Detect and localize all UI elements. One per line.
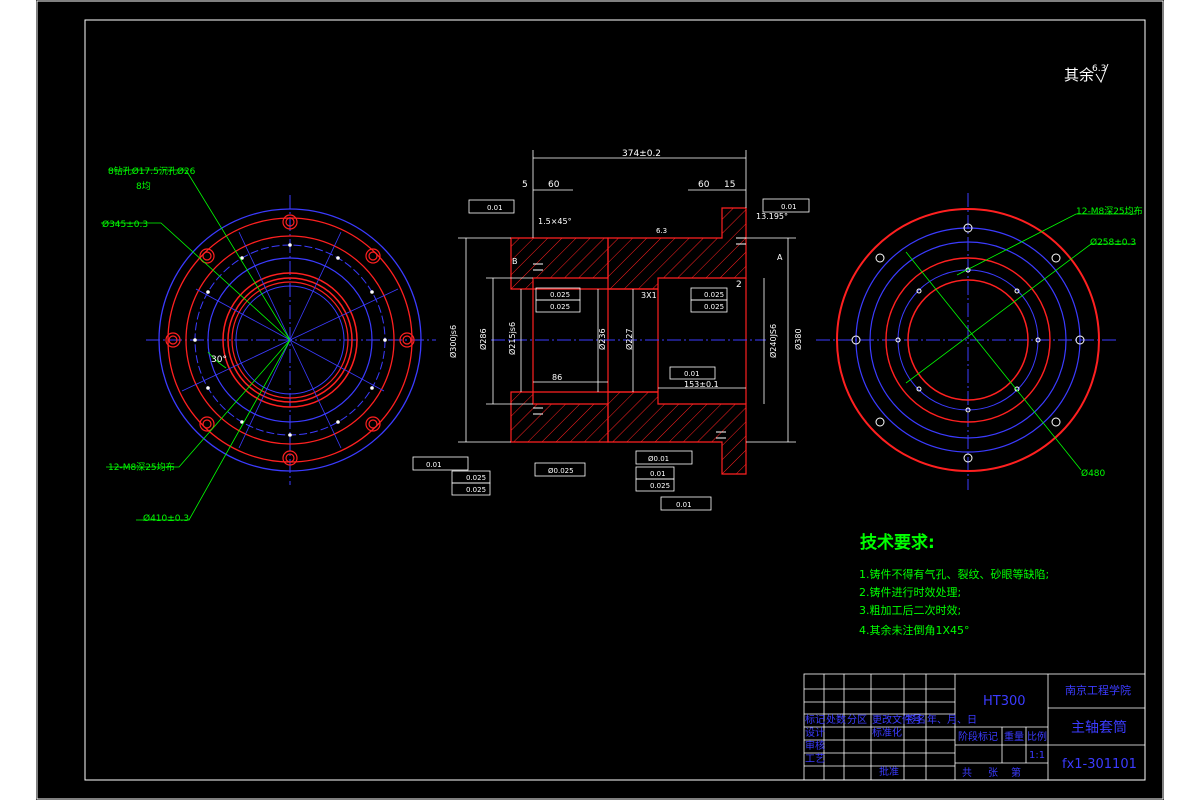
label-holes-sub: 8均 xyxy=(136,180,151,192)
dim-chamfer-l: 1.5×45° xyxy=(538,217,572,226)
tol-1: 0.01 xyxy=(487,204,503,212)
tol-b2: 0.025 xyxy=(466,474,486,482)
tol-b3: 0.025 xyxy=(466,486,486,494)
dim-60a: 60 xyxy=(548,180,560,190)
row-label-zone: 分区 xyxy=(847,714,867,726)
tol-7: 0.01 xyxy=(684,370,700,378)
tech-req-item-4: 4.其余未注倒角1X45° xyxy=(859,623,970,637)
cad-drawing: 其余 6.3 xyxy=(36,0,1164,800)
sheet-total: 共 xyxy=(962,767,972,779)
tech-req-item-1: 1.铸件不得有气孔、裂纹、砂眼等缺陷; xyxy=(859,567,1049,581)
rough-63: 6.3 xyxy=(656,227,667,235)
drawing-no: fx1-301101 xyxy=(1062,757,1137,772)
inner-frame xyxy=(84,19,1146,781)
label-d410: Ø410±0.3 xyxy=(143,513,189,524)
section-view xyxy=(412,150,810,511)
stage-label: 阶段标记 xyxy=(958,730,998,743)
d-left-2: Ø286 xyxy=(478,328,488,350)
d-left-1: Ø300js6 xyxy=(448,325,458,358)
d-right-1: Ø240JS6 xyxy=(768,324,778,358)
tol-b1: 0.01 xyxy=(426,461,442,469)
right-end-view xyxy=(816,193,1136,490)
dim-86: 86 xyxy=(552,373,562,382)
tol-5: 0.025 xyxy=(704,291,724,299)
datum-a: A xyxy=(777,253,783,262)
dim-3x1: 3X1 xyxy=(641,291,657,300)
d-mid-2: Ø227 xyxy=(624,328,634,350)
tol-b5: Ø0.01 xyxy=(648,455,669,463)
tech-req-title: 技术要求: xyxy=(860,532,935,553)
roughness-note: 其余 xyxy=(1064,66,1094,84)
label-threads-right: 12-M8深25均布 xyxy=(1076,205,1143,217)
tech-req-item-2: 2.铸件进行时效处理; xyxy=(859,585,961,599)
dim-60b: 60 xyxy=(698,180,710,190)
tol-b8: 0.01 xyxy=(676,501,692,509)
sheet-current: 第 xyxy=(1011,766,1021,779)
row-label-change: 更改文件号 xyxy=(872,713,922,726)
tol-b7: 0.025 xyxy=(650,482,670,490)
d-mid-1: Ø236 xyxy=(597,328,607,350)
outer-frame xyxy=(36,0,1164,800)
sheet-unit: 张 xyxy=(988,767,998,779)
datum-b: B xyxy=(512,257,518,266)
row-label-mark: 标记 xyxy=(805,714,825,726)
material: HT300 xyxy=(983,694,1026,709)
dim-2: 2 xyxy=(736,280,742,290)
dim-5: 5 xyxy=(522,180,528,190)
label-threads-left: 12-M8深25均布 xyxy=(108,461,175,473)
roughness-value: 6.3 xyxy=(1092,64,1106,74)
craft-label: 工艺 xyxy=(805,753,825,765)
tol-2: 0.01 xyxy=(781,203,797,211)
tol-b4: Ø0.025 xyxy=(548,467,574,475)
approve-label: 批准 xyxy=(879,765,899,778)
part-name: 主轴套筒 xyxy=(1071,719,1127,736)
tol-b6: 0.01 xyxy=(650,470,666,478)
scale-label: 比例 xyxy=(1027,730,1047,743)
standard-label: 标准化 xyxy=(872,726,902,739)
review-label: 审核 xyxy=(805,739,825,752)
left-end-view xyxy=(101,169,436,521)
title-block xyxy=(803,673,1146,781)
row-label-date: 年、月、日 xyxy=(927,713,977,726)
drawing-sheet: 其余 6.3 xyxy=(36,0,1164,800)
design-label: 设计 xyxy=(805,726,825,739)
label-d480: Ø480 xyxy=(1081,468,1106,479)
d-right-2: Ø380 xyxy=(793,328,803,350)
dim-total: 374±0.2 xyxy=(622,149,661,159)
label-angle: 30° xyxy=(211,355,227,365)
tol-6: 0.025 xyxy=(704,303,724,311)
dim-15: 15 xyxy=(724,180,735,190)
tech-req-item-3: 3.粗加工后二次时效; xyxy=(859,603,961,617)
label-holes: 8钻孔Ø17.5沉孔Ø26 xyxy=(108,165,196,177)
row-label-count: 处数 xyxy=(826,713,846,726)
dim-153: 153±0.1 xyxy=(684,380,719,389)
label-d345: Ø345±0.3 xyxy=(102,219,148,230)
roughness-symbol xyxy=(1095,63,1109,84)
row-label-sign: 签名 xyxy=(906,713,926,726)
tol-3: 0.025 xyxy=(550,291,570,299)
dim-chamfer-r: 13.195° xyxy=(756,212,788,221)
scale-value: 1:1 xyxy=(1029,750,1045,761)
weight-label: 重量 xyxy=(1004,730,1024,743)
school-name: 南京工程学院 xyxy=(1065,683,1131,697)
label-d258: Ø258±0.3 xyxy=(1090,237,1136,248)
tol-4: 0.025 xyxy=(550,303,570,311)
d-left-3: Ø215js6 xyxy=(507,322,517,355)
